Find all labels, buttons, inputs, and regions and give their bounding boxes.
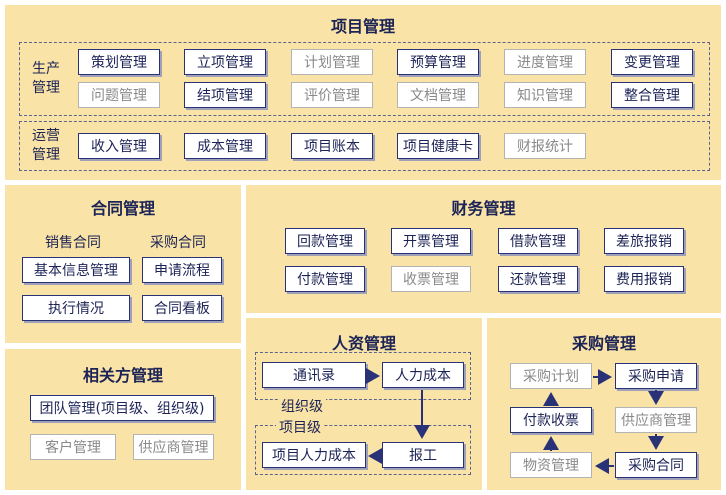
supplier-mgmt-node[interactable]: 供应商管理 <box>615 407 697 433</box>
finance-item-5[interactable]: 付款管理 <box>285 266 365 292</box>
supplier-management-button[interactable]: 供应商管理 <box>133 434 214 460</box>
operation-item-1[interactable]: 收入管理 <box>78 133 160 159</box>
pay-receive-node[interactable]: 付款收票 <box>510 407 592 433</box>
purchase-title: 采购管理 <box>571 334 636 353</box>
production-item-2[interactable]: 立项管理 <box>184 49 266 75</box>
report-work-button[interactable]: 报工 <box>382 442 464 468</box>
production-item-5[interactable]: 进度管理 <box>504 49 586 75</box>
production-item-1[interactable]: 策划管理 <box>78 49 160 75</box>
contract-board-button[interactable]: 合同看板 <box>142 295 222 321</box>
project-level-label: 项目级 <box>276 417 324 437</box>
production-item-12[interactable]: 整合管理 <box>611 82 693 108</box>
operation-item-4[interactable]: 项目健康卡 <box>397 133 479 159</box>
org-level-label: 组织级 <box>278 396 326 416</box>
purchase-contract-label: 采购合同 <box>150 235 206 251</box>
contacts-button[interactable]: 通讯录 <box>262 362 366 388</box>
operation-item-2[interactable]: 成本管理 <box>184 133 266 159</box>
execution-button[interactable]: 执行情况 <box>22 295 130 321</box>
customer-management-button[interactable]: 客户管理 <box>30 434 116 460</box>
basic-info-button[interactable]: 基本信息管理 <box>22 257 130 283</box>
production-item-3[interactable]: 计划管理 <box>291 49 373 75</box>
finance-item-7[interactable]: 还款管理 <box>498 266 578 292</box>
production-item-9[interactable]: 评价管理 <box>291 82 373 108</box>
apply-flow-button[interactable]: 申请流程 <box>142 257 222 283</box>
purchase-contract-node[interactable]: 采购合同 <box>615 452 697 478</box>
production-group <box>19 42 710 116</box>
operation-item-3[interactable]: 项目账本 <box>291 133 373 159</box>
production-item-4[interactable]: 预算管理 <box>397 49 479 75</box>
finance-item-1[interactable]: 回款管理 <box>285 228 365 254</box>
production-item-6[interactable]: 变更管理 <box>611 49 693 75</box>
material-node[interactable]: 物资管理 <box>510 452 592 478</box>
finance-item-3[interactable]: 借款管理 <box>498 228 578 254</box>
team-management-button[interactable]: 团队管理(项目级、组织级) <box>30 395 214 421</box>
hr-cost-button[interactable]: 人力成本 <box>382 362 464 388</box>
purchase-plan-node[interactable]: 采购计划 <box>510 363 592 389</box>
production-item-10[interactable]: 文档管理 <box>397 82 479 108</box>
production-item-11[interactable]: 知识管理 <box>504 82 586 108</box>
purchase-apply-node[interactable]: 采购申请 <box>615 363 697 389</box>
production-item-7[interactable]: 问题管理 <box>78 82 160 108</box>
operation-group <box>19 121 710 171</box>
hr-title: 人资管理 <box>331 334 396 353</box>
related-title: 相关方管理 <box>82 366 163 385</box>
operation-label: 运营管理 <box>32 128 60 163</box>
finance-item-8[interactable]: 费用报销 <box>604 266 684 292</box>
production-item-8[interactable]: 结项管理 <box>184 82 266 108</box>
project-level-group <box>255 425 471 475</box>
contract-title: 合同管理 <box>90 199 155 218</box>
sales-contract-label: 销售合同 <box>45 235 101 251</box>
finance-item-6[interactable]: 收票管理 <box>391 266 471 292</box>
org-level-group <box>255 352 471 400</box>
project-hr-cost-button[interactable]: 项目人力成本 <box>262 442 366 468</box>
finance-item-2[interactable]: 开票管理 <box>391 228 471 254</box>
production-label: 生产管理 <box>32 61 60 96</box>
project-title: 项目管理 <box>330 17 395 36</box>
finance-item-4[interactable]: 差旅报销 <box>604 228 684 254</box>
operation-item-5[interactable]: 财报统计 <box>504 133 586 159</box>
finance-title: 财务管理 <box>451 199 516 218</box>
